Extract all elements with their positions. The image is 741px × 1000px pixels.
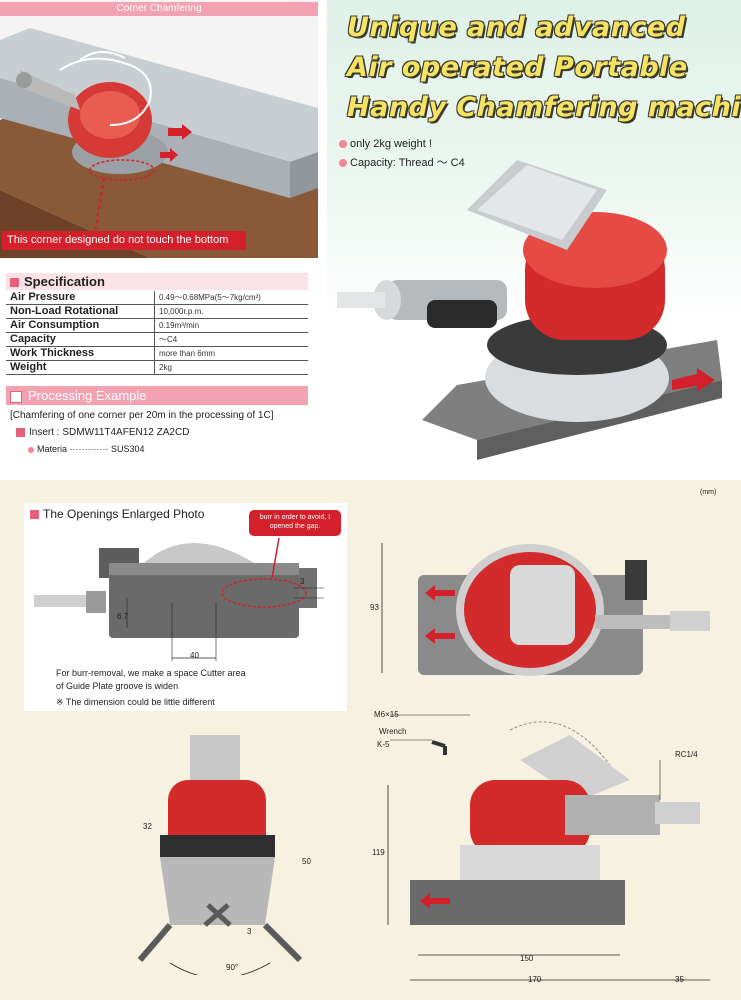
processing-example-header: Processing Example: [6, 386, 308, 405]
openings-caption-note: ※ The dimension could be little differen…: [56, 697, 215, 707]
bullet-dot: [339, 159, 347, 168]
front-view-drawing: [137, 735, 303, 975]
rc-label: RC1/4: [675, 750, 698, 759]
hero-title-line-2: Air operated Portable: [347, 52, 688, 83]
openings-photo-box: [24, 503, 347, 711]
burr-note-label: burr in order to avoid, I opened the gap…: [249, 510, 341, 536]
processing-insert: Insert : SDMW11T4AFEN12 ZA2CD: [16, 427, 189, 438]
hero-title-line-1: Unique and advanced: [347, 12, 686, 43]
corner-note-label: This corner designed do not touch the bo…: [2, 231, 246, 250]
section-square-icon: [10, 390, 22, 403]
openings-photo: [34, 537, 324, 661]
table-row: Capacity～C4: [6, 332, 308, 347]
specification-header: Specification: [6, 273, 308, 290]
side-view-drawing: [387, 714, 710, 981]
dim-40: 40: [190, 651, 199, 660]
dim-119: 119: [372, 848, 385, 857]
openings-photo-title: The Openings Enlarged Photo: [30, 507, 204, 521]
bullet-square-icon: [16, 427, 25, 437]
bullet-dot: [339, 140, 347, 149]
dim-3b: 3: [247, 927, 252, 936]
machine-product-image: [337, 160, 722, 460]
screw-label: M6×15: [374, 710, 399, 719]
unit-label: (mm): [700, 489, 717, 496]
dim-50: 50: [302, 857, 311, 866]
dim-35: 35: [675, 975, 684, 984]
dim-3: 3: [300, 577, 305, 586]
hero-title-line-3: Handy Chamfering machine !: [347, 92, 741, 123]
dim-150: 150: [520, 954, 534, 963]
section-square-icon: [30, 510, 39, 520]
bullet-dot: [28, 446, 34, 453]
corner-chamfering-drawing: [0, 28, 318, 258]
top-view-drawing: [381, 543, 710, 676]
dim-93: 93: [370, 603, 379, 612]
dim-6-7: 6.7: [117, 612, 129, 621]
dim-170: 170: [528, 975, 542, 984]
hero-bullet-capacity: Capacity: Thread ～ C4: [339, 154, 465, 170]
wrench-label: Wrench: [379, 727, 407, 736]
processing-description: [Chamfering of one corner per 20m in the…: [10, 410, 274, 421]
wrench-size-label: K-5: [377, 740, 390, 749]
processing-material: Materia ············· SUS304: [28, 444, 145, 454]
dim-32: 32: [143, 822, 152, 831]
section-square-icon: [10, 278, 19, 288]
hero-panel: Unique and advanced Air operated Portabl…: [327, 0, 741, 468]
hero-bullet-weight: only 2kg weight !: [339, 138, 432, 150]
openings-caption-line-2: of Guide Plate groove is widen: [56, 681, 179, 691]
corner-chamfering-illustration: [0, 0, 318, 258]
corner-chamfering-header: Corner Chamfering: [0, 2, 318, 16]
dim-90-deg: 90°: [226, 963, 239, 972]
openings-caption-line-1: For burr-removal, we make a space Cutter…: [56, 668, 246, 678]
